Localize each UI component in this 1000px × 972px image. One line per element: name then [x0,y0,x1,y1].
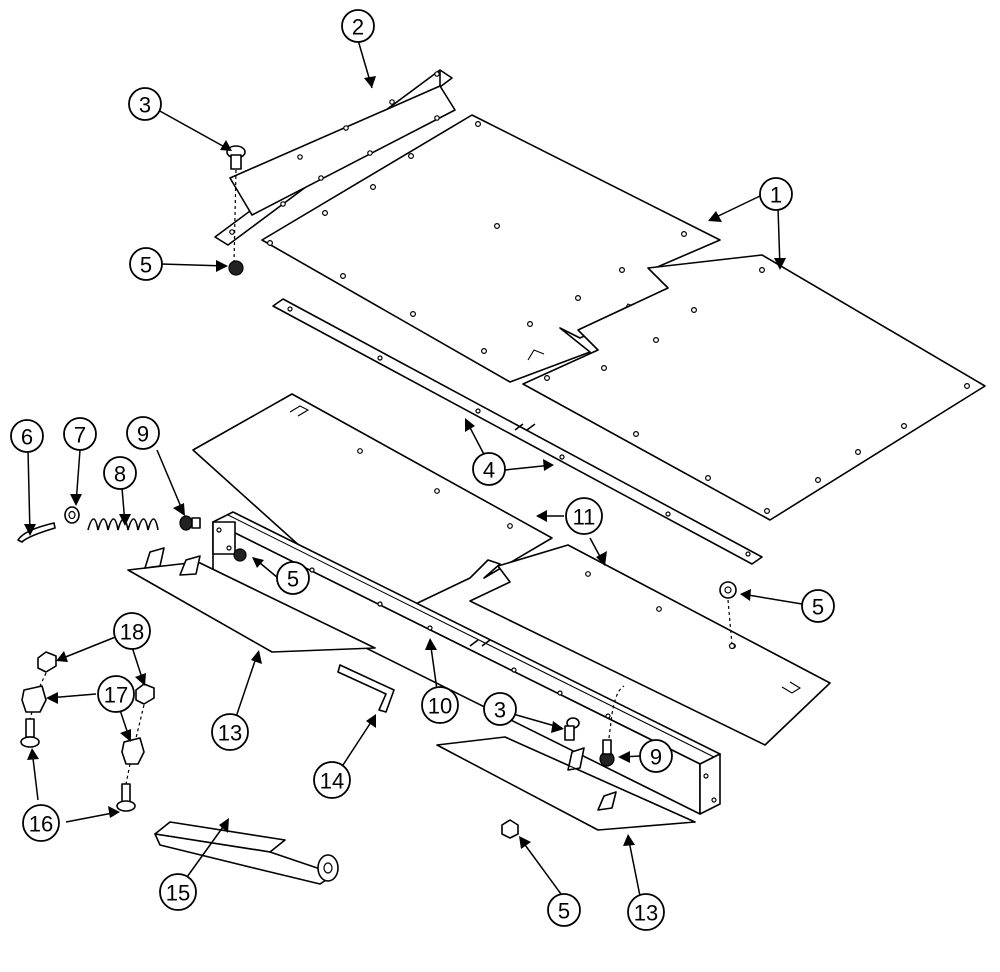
callout-label-6: 6 [21,425,33,450]
callout-label-3-lower: 3 [494,698,506,723]
roller-shaft-part [154,821,339,885]
callout-balloon-5-right: 5 [801,589,835,623]
scraper-plate-upper [127,547,376,653]
long-strip-holes [287,306,751,557]
callout-label-7: 7 [74,423,86,448]
fitting-lower [599,739,615,767]
nut-top [228,260,244,276]
callout-label-5-right: 5 [812,595,824,620]
fitting-upper [179,515,201,531]
callout-balloon-1: 1 [759,177,793,211]
fitting-lower-dash [608,685,625,739]
callout-balloon-5-top: 5 [129,247,163,281]
screw-16-lower [116,783,136,812]
callout-label-9-upper: 9 [137,422,149,447]
callout-balloon-4: 4 [472,452,506,486]
l-pin-part [337,664,395,713]
callout-balloon-13-lower: 13 [627,893,665,931]
callout-label-16: 16 [29,812,53,837]
callout-balloon-17: 17 [97,675,135,713]
callout-balloon-2: 2 [341,9,375,43]
top-panel-left-holes [267,120,687,355]
callout-label-14: 14 [320,769,344,794]
callout-label-17: 17 [104,683,128,708]
callout-label-8: 8 [114,462,126,487]
callout-label-5-mid: 5 [287,567,299,592]
callout-balloon-15: 15 [159,873,197,911]
nut-18-lower [135,683,155,705]
angle-strip-part [214,69,456,246]
nut-18-upper [37,651,57,673]
cotter-pin-part [17,522,56,543]
callout-balloon-16: 16 [22,804,60,842]
clip-17-lower [121,737,145,765]
callout-label-1: 1 [770,183,782,208]
clip-17-upper [21,685,47,713]
callout-balloon-8: 8 [103,456,137,490]
callout-balloon-3-lower: 3 [483,692,517,726]
callout-balloon-5-mid: 5 [276,561,310,595]
callout-label-5-bottom: 5 [558,899,570,924]
callout-label-9-lower: 9 [650,745,662,770]
long-strip-part [272,298,763,565]
callout-balloon-9-lower: 9 [639,739,673,773]
callout-label-11: 11 [573,505,596,530]
nut-mid [233,548,247,562]
callout-label-13-lower: 13 [634,901,658,926]
callout-label-13-upper: 13 [218,721,242,746]
callout-balloon-18: 18 [113,612,151,650]
lower-panel-right [469,544,831,746]
callout-label-15: 15 [166,881,190,906]
rail-end-plate-holes [216,527,717,803]
top-panel-right [522,254,986,521]
channel-rail-holes [309,567,611,719]
lower-panel-left-holes [357,448,513,529]
nut-right [719,581,737,599]
angle-strip-holes [229,71,440,235]
callout-label-10: 10 [428,694,452,719]
callout-balloon-5-bottom: 5 [547,893,581,927]
callout-balloon-3-upper: 3 [128,87,162,121]
bolt-upper [226,145,246,170]
callout-label-5-top: 5 [140,253,152,278]
channel-rail-part [212,511,721,815]
callout-balloon-10: 10 [421,686,459,724]
callout-label-4: 4 [483,458,495,483]
callout-balloon-14: 14 [313,761,351,799]
callout-balloon-11: 11 [565,497,603,535]
callout-balloon-9-upper: 9 [126,416,160,450]
scraper-plate-lower [436,736,696,831]
callout-label-2: 2 [352,15,364,40]
callout-balloon-7: 7 [63,417,97,451]
callout-label-18: 18 [120,620,144,645]
callout-balloon-13-upper: 13 [211,713,249,751]
nut-bottom [501,819,519,839]
screw-16-upper [20,718,40,748]
callout-leaders [24,39,803,897]
washer-part [64,506,80,524]
callout-label-3-upper: 3 [139,93,151,118]
bolt-lower [564,717,580,741]
callout-balloon-6: 6 [10,419,44,453]
top-panel-right-holes [543,267,970,515]
